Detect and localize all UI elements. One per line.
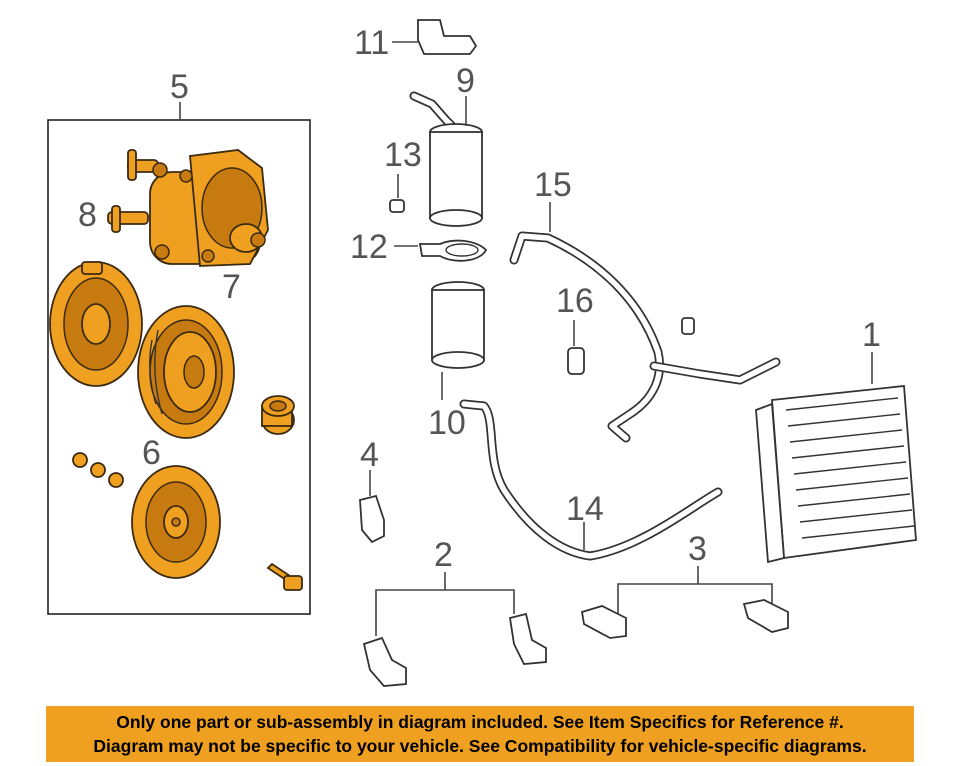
callout-1: 1 xyxy=(862,316,881,354)
clutch-plate xyxy=(131,465,221,579)
callout-13: 13 xyxy=(384,136,422,174)
shims xyxy=(72,452,124,488)
callout-12: 12 xyxy=(350,228,388,266)
fitting xyxy=(389,174,405,213)
compressor-assembly-frame xyxy=(47,119,311,615)
callout-6: 6 xyxy=(142,434,161,472)
insulator-pair-3 xyxy=(580,566,789,639)
bolt xyxy=(266,562,303,591)
condenser xyxy=(755,352,917,564)
callout-10: 10 xyxy=(428,404,466,442)
bracket xyxy=(359,470,385,544)
clutch-hub-plate xyxy=(49,261,143,387)
callout-11: 11 xyxy=(354,24,389,62)
callout-2: 2 xyxy=(434,536,453,574)
callout-7: 7 xyxy=(222,268,241,306)
callout-4: 4 xyxy=(360,436,379,474)
disclaimer-line-1: Only one part or sub-assembly in diagram… xyxy=(116,712,844,732)
callout-8: 8 xyxy=(78,196,97,234)
callout-14: 14 xyxy=(566,490,604,528)
callout-15: 15 xyxy=(534,166,572,204)
pulley xyxy=(137,305,235,439)
bearing xyxy=(261,395,295,435)
drier-canister xyxy=(431,281,485,400)
callout-3: 3 xyxy=(688,530,707,568)
disclaimer-line-2: Diagram may not be specific to your vehi… xyxy=(93,736,867,756)
drier-seal xyxy=(394,239,488,262)
suction-hose xyxy=(509,202,781,443)
insulator-pair-2 xyxy=(362,572,547,687)
pressure-switch xyxy=(567,320,585,375)
compressor-body xyxy=(107,149,269,267)
drier-bracket xyxy=(392,19,478,55)
callout-9: 9 xyxy=(456,62,475,100)
disclaimer-banner: Only one part or sub-assembly in diagram… xyxy=(46,706,914,762)
callout-5: 5 xyxy=(170,68,189,106)
receiver-drier xyxy=(409,91,483,227)
discharge-hose xyxy=(459,399,723,561)
callout-16: 16 xyxy=(556,282,594,320)
